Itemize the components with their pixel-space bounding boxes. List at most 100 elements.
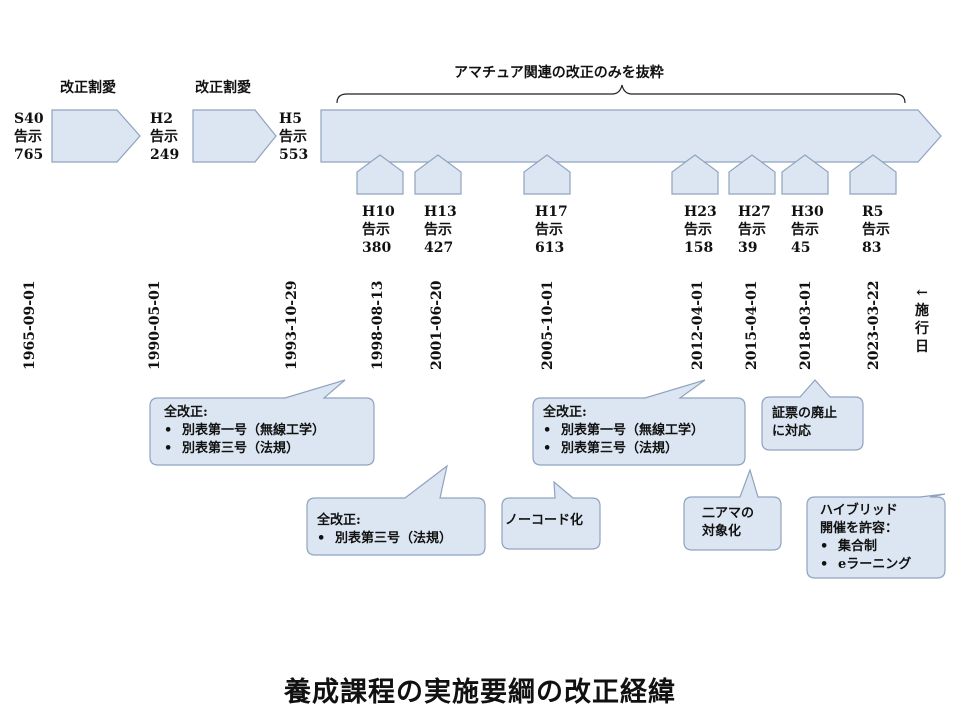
amendment-marker-h10	[356, 154, 404, 195]
callout-line: 証票の廃止	[772, 406, 838, 421]
notice-kind: 告示	[150, 129, 178, 145]
amendment-number: 39	[738, 240, 758, 256]
callout-line: ハイブリッド	[820, 503, 898, 518]
callout-5-shape	[683, 468, 782, 551]
amendment-kind: 告示	[535, 222, 563, 238]
amendment-number: 613	[535, 240, 565, 256]
amendment-kind: 告示	[791, 222, 819, 238]
callout-list: 集合制 eラーニング	[820, 538, 911, 574]
callout-list: 別表第一号（無線工学） 別表第三号（法規）	[543, 422, 704, 458]
amendment-marker-r5	[849, 154, 897, 195]
amendment-r5: R5 告示 83	[862, 203, 890, 257]
amendment-number: 380	[362, 240, 392, 256]
callout-line: に対応	[772, 424, 812, 439]
callout-2: 全改正: 別表第三号（法規）	[317, 512, 452, 548]
amendment-marker-h13	[414, 154, 462, 195]
notice-kind: 告示	[279, 129, 307, 145]
amendment-h10: H10 告示 380	[362, 203, 395, 257]
amendment-era: R5	[862, 204, 884, 220]
notice-number: 765	[14, 147, 44, 163]
amendment-kind: 告示	[424, 222, 452, 238]
date-1990: 1990-05-01	[147, 280, 163, 370]
callout-4: 全改正: 別表第一号（無線工学） 別表第三号（法規）	[543, 404, 704, 458]
date-1965: 1965-09-01	[22, 280, 38, 370]
amendment-kind: 告示	[684, 222, 712, 238]
callout-line: 二アマの	[702, 506, 755, 521]
date-2015: 2015-04-01	[744, 280, 760, 370]
date-2005: 2005-10-01	[540, 280, 556, 370]
amendment-h27: H27 告示 39	[738, 203, 771, 257]
period-arrow-s40-h2	[51, 109, 141, 163]
effective-date-char: 日	[915, 339, 929, 355]
amendment-number: 83	[862, 240, 882, 256]
amendment-marker-h27	[728, 154, 776, 195]
notice-era: H5	[279, 111, 302, 127]
notice-era: H2	[150, 111, 173, 127]
amendment-kind: 告示	[862, 222, 890, 238]
callout-list: 別表第三号（法規）	[317, 530, 452, 548]
callout-item: 別表第一号（無線工学）	[543, 422, 704, 440]
amendment-number: 427	[424, 240, 454, 256]
amendment-h23: H23 告示 158	[684, 203, 717, 257]
callout-6: 証票の廃止 に対応	[772, 405, 837, 441]
callout-line: 対象化	[702, 524, 742, 539]
effective-date-char: 施	[915, 303, 929, 319]
notice-number: 553	[279, 147, 309, 163]
callout-3: ノーコード化	[505, 512, 583, 530]
amendment-number: 45	[791, 240, 811, 256]
date-2001: 2001-06-20	[429, 280, 445, 370]
notice-h2: H2 告示 249	[150, 110, 179, 164]
date-1998: 1998-08-13	[370, 280, 386, 370]
amendment-h13: H13 告示 427	[424, 203, 457, 257]
omitted-label-2: 改正割愛	[195, 80, 251, 96]
effective-date-char: 行	[915, 321, 929, 337]
callout-item: 別表第三号（法規）	[543, 440, 704, 458]
amendment-h30: H30 告示 45	[791, 203, 824, 257]
callout-item: 集合制	[820, 538, 911, 556]
diagram-title: 養成課程の実施要綱の改正経緯	[284, 677, 676, 708]
callout-heading: 全改正:	[543, 405, 587, 420]
amendment-era: H27	[738, 204, 771, 220]
callout-7: ハイブリッド 開催を許容： 集合制 eラーニング	[820, 502, 911, 574]
amendment-kind: 告示	[362, 222, 390, 238]
amateur-brace	[336, 84, 906, 104]
effective-date-label: ← 施 行 日	[915, 284, 929, 356]
callout-item: 別表第三号（法規）	[317, 530, 452, 548]
amendment-h17: H17 告示 613	[535, 203, 568, 257]
callout-heading: 全改正:	[317, 513, 361, 528]
notice-number: 249	[150, 147, 180, 163]
notice-h5: H5 告示 553	[279, 110, 308, 164]
callout-heading: 全改正:	[164, 405, 208, 420]
amendment-era: H17	[535, 204, 568, 220]
amendment-marker-h30	[781, 154, 829, 195]
amendment-era: H30	[791, 204, 824, 220]
callout-1: 全改正: 別表第一号（無線工学） 別表第三号（法規）	[164, 404, 325, 458]
amendment-number: 158	[684, 240, 714, 256]
callout-line: 開催を許容：	[820, 521, 899, 536]
amendment-kind: 告示	[738, 222, 766, 238]
date-2018: 2018-03-01	[798, 280, 814, 370]
callout-5: 二アマの 対象化	[702, 505, 754, 541]
omitted-label-1: 改正割愛	[60, 80, 116, 96]
amendment-marker-h17	[523, 154, 571, 195]
date-2012: 2012-04-01	[690, 280, 706, 370]
callout-list: 別表第一号（無線工学） 別表第三号（法規）	[164, 422, 325, 458]
arrow-left-icon: ←	[916, 285, 928, 301]
amateur-only-label: アマチュア関連の改正のみを抜粋	[454, 65, 664, 81]
callout-3-shape	[501, 480, 601, 550]
amendment-era: H10	[362, 204, 395, 220]
amendment-marker-h23	[671, 154, 719, 195]
amendment-era: H13	[424, 204, 457, 220]
callout-item: eラーニング	[820, 556, 911, 574]
period-arrow-h2-h5	[192, 109, 277, 163]
amendment-era: H23	[684, 204, 717, 220]
period-arrow-h5-present	[320, 109, 942, 163]
callout-line: ノーコード化	[505, 513, 584, 528]
notice-s40: S40 告示 765	[14, 110, 44, 164]
date-2023: 2023-03-22	[866, 280, 882, 370]
notice-era: S40	[14, 111, 44, 127]
callout-item: 別表第三号（法規）	[164, 440, 325, 458]
callout-6-shape	[761, 379, 864, 451]
date-1993: 1993-10-29	[284, 280, 300, 370]
